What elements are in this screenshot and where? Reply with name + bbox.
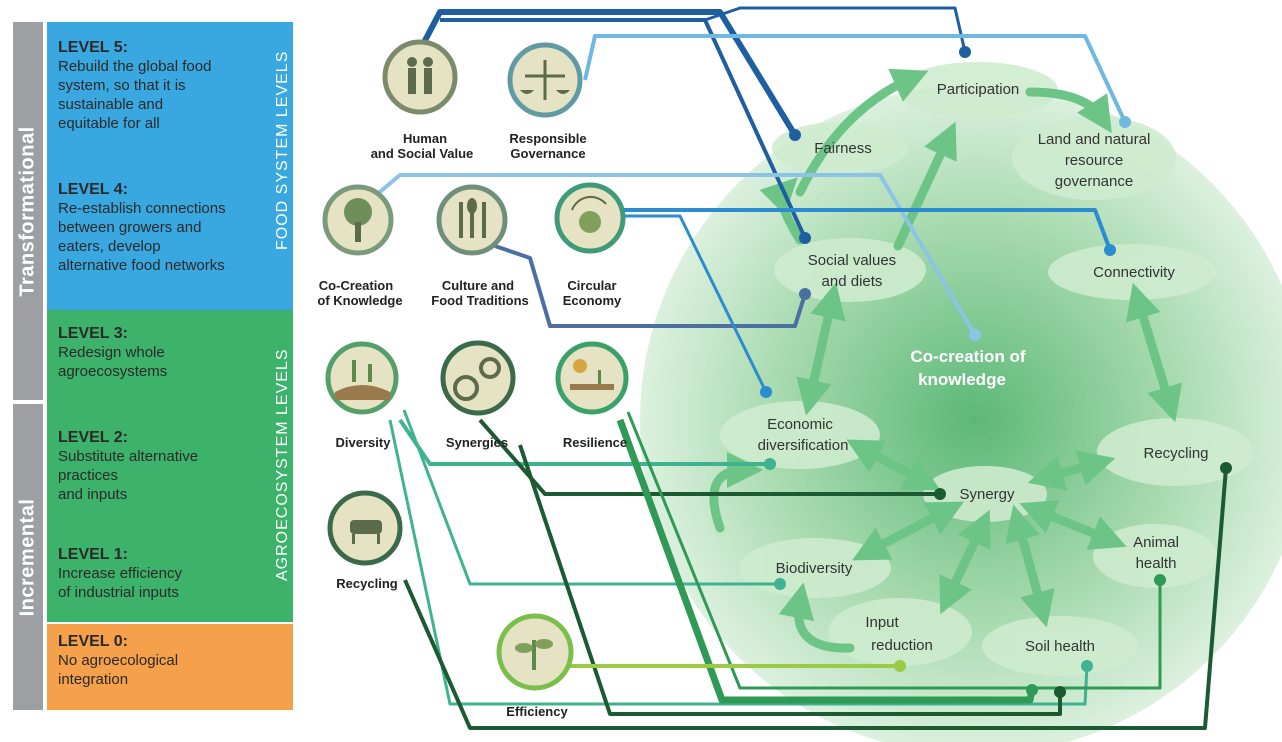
element-label: and Social Value: [371, 146, 474, 161]
level-5-line: equitable for all: [58, 115, 160, 132]
connector-dots: [760, 46, 1232, 698]
diversity-icon: [325, 341, 399, 415]
principle-label: Fairness: [814, 140, 872, 157]
principle-label: Connectivity: [1093, 264, 1175, 281]
fork-spoon-icon: [436, 184, 508, 256]
bubble-fairness: [772, 122, 908, 174]
element-icons: [322, 39, 629, 691]
level-4-line: alternative food networks: [58, 257, 225, 274]
bubble-participation: [898, 62, 1058, 118]
transformational-bar: Transformational: [13, 22, 43, 400]
principle-label: and diets: [822, 273, 883, 290]
level-1: LEVEL 1: Increase efficiency of industri…: [58, 545, 182, 602]
level-2: LEVEL 2: Substitute alternative practice…: [58, 428, 198, 504]
principle-label: Participation: [937, 81, 1020, 98]
level-2-line: Substitute alternative: [58, 448, 199, 465]
element-label: Human: [403, 131, 447, 146]
element-label: Resilience: [563, 435, 627, 450]
incremental-bar: Incremental: [13, 404, 43, 710]
level-0: LEVEL 0: No agroecological integration: [58, 632, 178, 689]
gears-icon: [440, 340, 516, 416]
level-4-title: LEVEL 4:: [58, 181, 128, 198]
level-2-line: practices: [58, 467, 119, 484]
level0-band: [47, 624, 293, 710]
level-5-line: sustainable and: [58, 96, 164, 113]
level-5-line: Rebuild the global food: [58, 58, 212, 75]
level-3-line: Redesign whole: [58, 344, 165, 361]
scales-icon: [507, 42, 583, 118]
bubble-land-governance: [1012, 116, 1176, 200]
level-5: LEVEL 5: Rebuild the global food system,…: [58, 38, 211, 133]
principle-label: Economic: [767, 416, 833, 433]
agroecosystem-band: [47, 310, 293, 622]
element-label: Diversity: [336, 435, 392, 450]
element-label: Culture and: [442, 278, 514, 293]
element-label: Synergies: [446, 435, 508, 450]
principle-label: Synergy: [959, 486, 1015, 503]
principle-label: Soil health: [1025, 638, 1095, 655]
element-label: Efficiency: [506, 704, 568, 719]
level-1-line: of industrial inputs: [58, 584, 179, 601]
principle-label: Land and natural: [1038, 131, 1151, 148]
element-labels: Human and Social Value Responsible Gover…: [317, 131, 627, 719]
principle-label: health: [1136, 555, 1177, 572]
level-0-line: integration: [58, 671, 129, 688]
principle-labels: Participation Fairness Land and natural …: [758, 81, 1209, 655]
level-0-title: LEVEL 0:: [58, 633, 128, 650]
level-0-line: No agroecological: [58, 652, 179, 669]
element-label: Economy: [563, 293, 622, 308]
principle-label: Biodiversity: [776, 560, 853, 577]
element-label: Food Traditions: [431, 293, 529, 308]
level-5-line: system, so that it is: [58, 77, 186, 94]
level-1-line: Increase efficiency: [58, 565, 182, 582]
principle-label: Animal: [1133, 534, 1179, 551]
level-2-line: and inputs: [58, 486, 128, 503]
principle-label: diversification: [758, 437, 849, 454]
level-4-line: Re-establish connections: [58, 200, 226, 217]
bubble-social-values: [774, 238, 926, 302]
principle-label: Recycling: [1143, 445, 1208, 462]
level-2-title: LEVEL 2:: [58, 429, 128, 446]
bubble-soil-health: [982, 616, 1138, 676]
level-4-line: eaters, develop: [58, 238, 161, 255]
element-label: Co-Creation: [319, 278, 393, 293]
bubble-input-reduction: [828, 598, 972, 666]
circular-apple-icon: [554, 182, 626, 254]
level-3: LEVEL 3: Redesign whole agroecosystems: [58, 324, 167, 381]
food-system-band: [47, 22, 293, 310]
center-label-line: knowledge: [918, 370, 1006, 389]
principle-label: Input: [865, 614, 899, 631]
element-label: Circular: [567, 278, 616, 293]
element-label: of Knowledge: [317, 293, 402, 308]
tree-puzzle-icon: [322, 184, 394, 256]
level-4-line: between growers and: [58, 219, 202, 236]
bubble-economic-diversification: [720, 401, 880, 469]
level-5-title: LEVEL 5:: [58, 39, 128, 56]
center-label: Co-creation of knowledge: [910, 347, 1026, 389]
principle-label: reduction: [871, 637, 933, 654]
principle-label: governance: [1055, 173, 1133, 190]
level-1-title: LEVEL 1:: [58, 546, 128, 563]
center-label-line: Co-creation of: [910, 347, 1026, 366]
level-3-title: LEVEL 3:: [58, 325, 128, 342]
level-4: LEVEL 4: Re-establish connections betwee…: [58, 180, 226, 275]
plant-rain-icon: [496, 613, 574, 691]
level-3-line: agroecosystems: [58, 363, 168, 380]
resilience-icon: [555, 341, 629, 415]
element-label: Governance: [510, 146, 585, 161]
principle-arrows: [709, 68, 1182, 653]
principle-label: Social values: [808, 252, 896, 269]
people-icon: [382, 39, 458, 115]
bubble-recycling: [1097, 418, 1253, 486]
element-label: Recycling: [336, 576, 397, 591]
cow-icon: [327, 490, 403, 566]
element-label: Responsible: [509, 131, 586, 146]
principle-label: resource: [1065, 152, 1123, 169]
